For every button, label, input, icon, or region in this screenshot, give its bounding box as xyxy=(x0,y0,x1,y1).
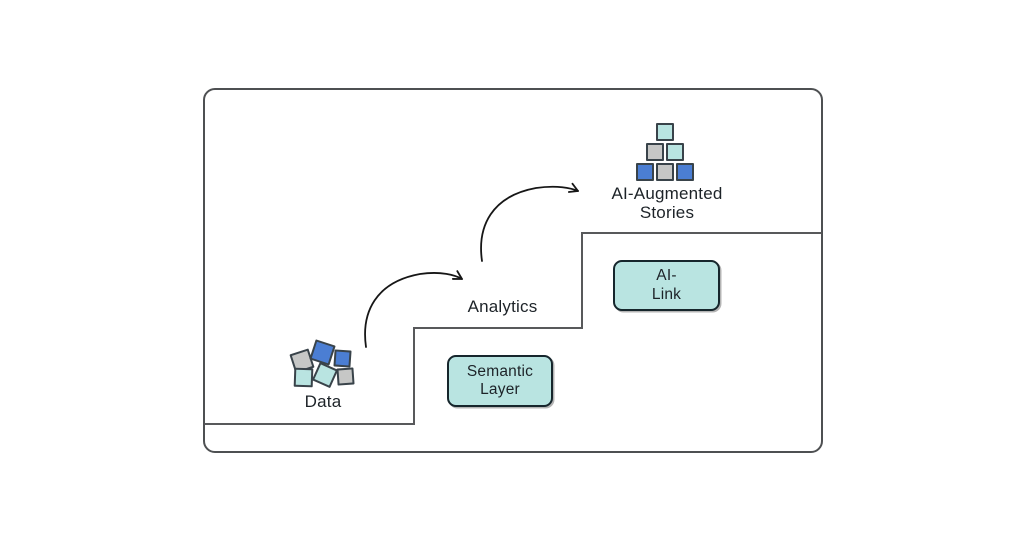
ai-link-box-line2: Link xyxy=(651,285,682,303)
pyramid-square-gray xyxy=(656,163,674,181)
pyramid-square-blue xyxy=(676,163,694,181)
scattered-squares-icon xyxy=(288,339,366,392)
pyramid-square-blue xyxy=(636,163,654,181)
ai-augmented-stories-label-line2: Stories xyxy=(639,203,695,222)
diagram-frame xyxy=(203,88,823,453)
pyramid-row xyxy=(636,163,694,181)
pyramid-square-gray xyxy=(646,143,664,161)
semantic-layer-box-line1: Semantic xyxy=(466,362,534,380)
semantic-layer-box: Semantic Layer xyxy=(447,355,553,407)
squares-pyramid-icon xyxy=(635,123,695,181)
data-square-gray xyxy=(336,367,355,386)
data-label: Data xyxy=(304,392,342,411)
pyramid-row xyxy=(646,143,684,161)
data-square-teal xyxy=(293,367,314,388)
ai-augmented-stories-label-line1: AI-Augmented xyxy=(611,184,723,203)
ai-augmented-stories-label: AI-Augmented Stories xyxy=(591,184,743,222)
analytics-label: Analytics xyxy=(467,297,538,316)
pyramid-square-teal xyxy=(656,123,674,141)
pyramid-row xyxy=(656,123,674,141)
semantic-layer-box-line2: Layer xyxy=(480,381,520,398)
data-square-blue xyxy=(309,339,336,366)
data-square-blue xyxy=(333,349,352,368)
ai-link-box: AI- Link xyxy=(613,260,720,311)
pyramid-square-teal xyxy=(666,143,684,161)
ai-link-box-line1: AI- xyxy=(656,267,677,284)
